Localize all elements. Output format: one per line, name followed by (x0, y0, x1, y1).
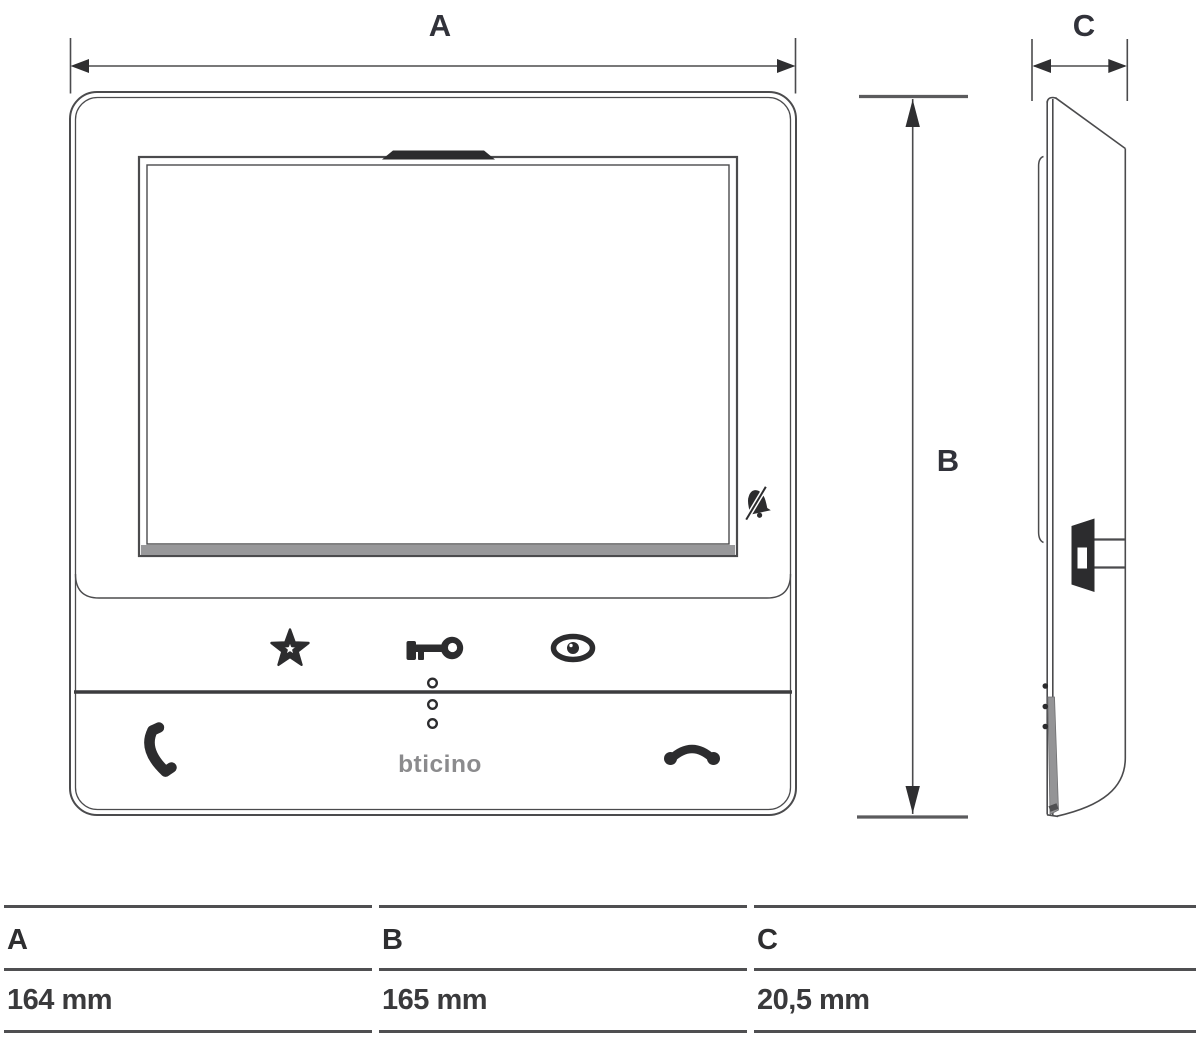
dimension-a-label: A (429, 8, 451, 43)
spec-header-c: C (754, 908, 1196, 971)
screen-bottom-shadow (141, 545, 735, 555)
camera-notch (382, 150, 495, 160)
eye-icon (550, 633, 596, 663)
spec-table: A 164 mm B 165 mm C 20,5 mm (4, 905, 1196, 1033)
spec-col-b: B 165 mm (379, 905, 747, 1033)
dimension-b-arrow (857, 94, 968, 819)
wall-plate-line (1037, 155, 1044, 544)
spec-value-c: 20,5 mm (754, 971, 1196, 1033)
front-view: bticino (69, 91, 797, 816)
star-icon (270, 628, 310, 666)
bell-mute-icon (744, 485, 771, 521)
side-button-nubs (1042, 683, 1049, 730)
spec-header-a: A (4, 908, 372, 971)
spec-value-b: 165 mm (379, 971, 747, 1033)
front-panel-bottom-edge (74, 573, 792, 599)
phone-hangup-icon (664, 744, 720, 765)
spec-value-a: 164 mm (4, 971, 372, 1033)
phone-answer-icon (144, 722, 177, 777)
dimension-a-arrow (69, 38, 797, 94)
technical-drawing: A (69, 8, 1129, 819)
dimension-b-label: B (937, 443, 959, 478)
side-handset-strip (1047, 696, 1059, 816)
device-inner-outline (74, 96, 792, 811)
screen (137, 155, 739, 558)
spec-col-c: C 20,5 mm (754, 905, 1196, 1033)
side-view (1037, 96, 1127, 818)
wall-bracket (1071, 518, 1125, 592)
spec-col-a: A 164 mm (4, 905, 372, 1033)
key-icon (406, 636, 464, 660)
dimension-c-label: C (1073, 8, 1095, 43)
indicator-dots (427, 677, 439, 730)
brand-logo: bticino (398, 751, 482, 778)
dimension-c-arrow (1031, 39, 1129, 101)
spec-header-b: B (379, 908, 747, 971)
